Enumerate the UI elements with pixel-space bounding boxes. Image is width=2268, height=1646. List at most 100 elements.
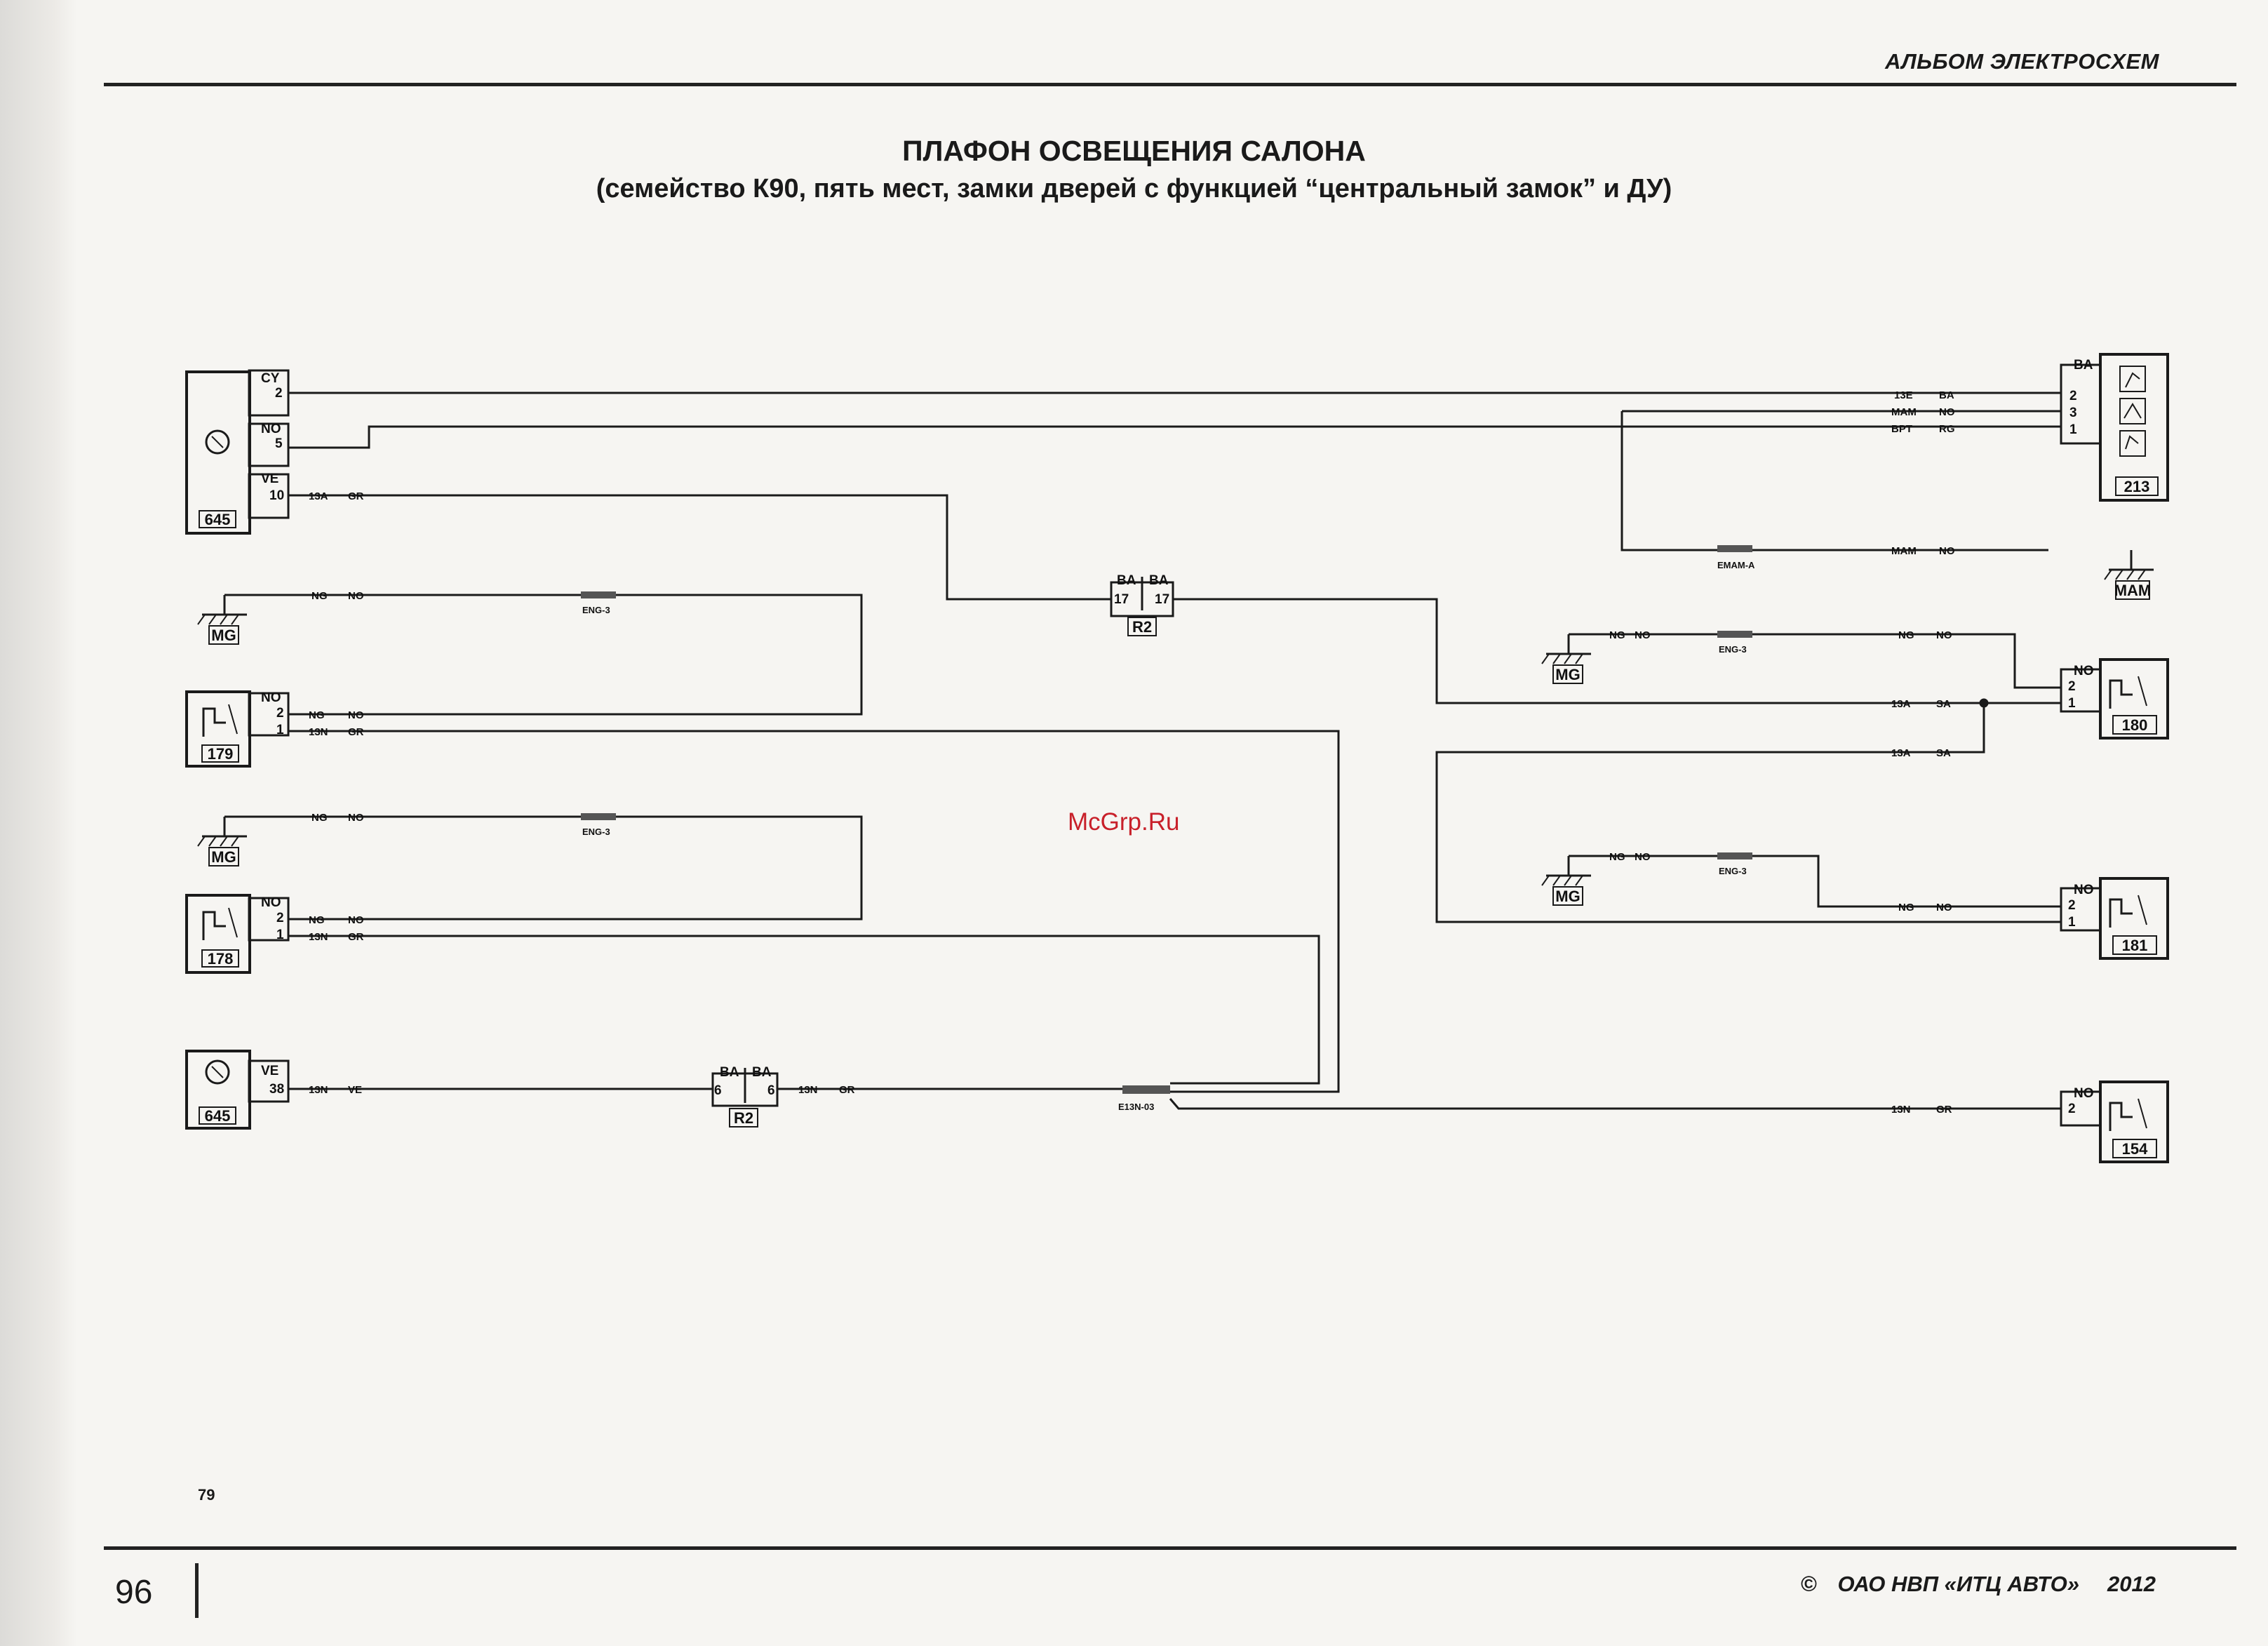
switch-icon bbox=[2119, 430, 2146, 457]
svg-text:2: 2 bbox=[276, 911, 284, 925]
svg-text:3: 3 bbox=[2069, 406, 2077, 420]
svg-text:13N: 13N bbox=[1891, 1104, 1911, 1116]
svg-text:NG: NG bbox=[1898, 902, 1914, 914]
svg-text:NG: NG bbox=[311, 812, 328, 824]
svg-text:NO: NO bbox=[2074, 664, 2094, 678]
component-id: 645 bbox=[205, 511, 231, 528]
svg-text:5: 5 bbox=[275, 436, 283, 451]
svg-text:GR: GR bbox=[348, 726, 364, 738]
door-switch-icon bbox=[2109, 1102, 2133, 1131]
svg-text:13N: 13N bbox=[309, 1084, 328, 1096]
svg-text:1: 1 bbox=[276, 723, 284, 737]
wire-group-645-213: 13E BA MAM NO BPT RG MAM NO bbox=[288, 389, 2061, 557]
ground-mam: MAM bbox=[2104, 550, 2154, 600]
svg-text:2: 2 bbox=[2068, 898, 2076, 913]
svg-text:1: 1 bbox=[2068, 915, 2076, 930]
svg-text:NO: NO bbox=[2074, 883, 2094, 897]
wire-r2-180: 13A SA 13A SA bbox=[1173, 598, 2061, 923]
svg-text:17: 17 bbox=[1114, 592, 1129, 607]
svg-text:NO: NO bbox=[261, 895, 281, 910]
svg-text:NO: NO bbox=[348, 590, 364, 602]
svg-text:ENG-3: ENG-3 bbox=[582, 827, 610, 837]
svg-text:NG: NG bbox=[1609, 629, 1625, 641]
svg-text:NO: NO bbox=[1939, 406, 1955, 418]
svg-text:GR: GR bbox=[348, 931, 364, 943]
svg-text:SA: SA bbox=[1936, 747, 1951, 759]
wire-179-splice: 13N GR bbox=[288, 726, 1340, 1093]
svg-text:VE: VE bbox=[261, 471, 279, 486]
component-213: 213 BA 2 3 1 bbox=[2060, 353, 2169, 502]
svg-text:GR: GR bbox=[839, 1084, 855, 1096]
svg-text:MG: MG bbox=[211, 848, 236, 866]
svg-text:BA: BA bbox=[1939, 389, 1954, 401]
copyright-symbol: © bbox=[1800, 1572, 1817, 1596]
svg-text:ENG-3: ENG-3 bbox=[1719, 644, 1747, 655]
svg-text:NG: NG bbox=[1609, 851, 1625, 863]
footer-rule bbox=[104, 1546, 2236, 1550]
svg-text:2: 2 bbox=[276, 706, 284, 721]
svg-text:E13N-03: E13N-03 bbox=[1118, 1102, 1154, 1112]
lamp-icon bbox=[205, 1059, 230, 1085]
switch-icon bbox=[2119, 366, 2146, 392]
svg-text:NO: NO bbox=[348, 709, 364, 721]
svg-text:MG: MG bbox=[1555, 888, 1580, 905]
svg-text:CY: CY bbox=[261, 371, 280, 386]
diagram-title: ПЛАФОН ОСВЕЩЕНИЯ САЛОНА bbox=[902, 135, 1366, 167]
relay-r2-b: R2 BA 6 BA 6 bbox=[711, 1065, 779, 1128]
svg-text:181: 181 bbox=[2122, 937, 2148, 954]
footnote-number: 79 bbox=[198, 1486, 215, 1504]
svg-text:13E: 13E bbox=[1894, 389, 1913, 401]
svg-text:NO: NO bbox=[261, 422, 281, 436]
ground-mg-1: MG bbox=[197, 595, 247, 645]
component-179: 179 NO 2 1 bbox=[185, 690, 290, 768]
svg-text:178: 178 bbox=[208, 950, 234, 968]
svg-text:NO: NO bbox=[348, 914, 364, 926]
wire-r2b-154: 13N GR E13N-03 13N GR bbox=[777, 1084, 2061, 1116]
svg-text:BA: BA bbox=[1117, 573, 1136, 588]
svg-text:BA: BA bbox=[1149, 573, 1169, 588]
svg-text:R2: R2 bbox=[1132, 618, 1152, 636]
svg-text:154: 154 bbox=[2122, 1140, 2148, 1158]
svg-text:VE: VE bbox=[261, 1064, 279, 1078]
door-switch-icon bbox=[202, 707, 226, 737]
svg-text:6: 6 bbox=[767, 1083, 775, 1098]
svg-text:1: 1 bbox=[2068, 696, 2076, 711]
component-154: 154 NO 2 bbox=[2060, 1080, 2169, 1163]
page-number: 96 bbox=[115, 1574, 153, 1611]
svg-text:10: 10 bbox=[269, 488, 284, 503]
splice-emam-a: EMAM-A bbox=[1717, 545, 1755, 570]
svg-text:EMAM-A: EMAM-A bbox=[1717, 560, 1755, 570]
svg-text:SA: SA bbox=[1936, 698, 1951, 710]
component-645-top: 645 CY 2 NO 5 VE 10 bbox=[185, 369, 290, 535]
wire-645-r2: 13A GR bbox=[288, 490, 1111, 601]
door-switch-icon bbox=[2109, 679, 2133, 709]
page-edge bbox=[0, 0, 77, 1646]
wire-mg4-181: NG NO ENG-3 NG NO bbox=[1569, 851, 2061, 914]
svg-text:2: 2 bbox=[2069, 389, 2077, 403]
svg-text:38: 38 bbox=[269, 1082, 284, 1097]
copyright-year: 2012 bbox=[2107, 1572, 2156, 1596]
svg-text:13A: 13A bbox=[1891, 747, 1911, 759]
page-number-divider bbox=[195, 1563, 199, 1618]
svg-text:1: 1 bbox=[276, 928, 284, 942]
svg-text:13A: 13A bbox=[309, 490, 328, 502]
svg-text:13N: 13N bbox=[309, 726, 328, 738]
component-180: 180 NO 2 1 bbox=[2060, 658, 2169, 740]
svg-text:NG: NG bbox=[309, 709, 325, 721]
component-178: 178 NO 2 1 bbox=[185, 894, 290, 974]
svg-text:179: 179 bbox=[208, 745, 234, 763]
svg-text:MAM: MAM bbox=[1891, 545, 1917, 557]
svg-text:NO: NO bbox=[1939, 545, 1955, 557]
svg-text:NO: NO bbox=[348, 812, 364, 824]
wire-mg2-178: NG NO ENG-3 NG NO bbox=[224, 812, 863, 926]
svg-text:RG: RG bbox=[1939, 423, 1955, 435]
relay-r2-a: R2 BA 17 BA 17 bbox=[1110, 573, 1174, 636]
wire-mg3-180: NG NO ENG-3 NG NO bbox=[1569, 629, 2061, 689]
svg-text:2: 2 bbox=[275, 386, 283, 401]
svg-text:NO: NO bbox=[261, 690, 281, 705]
svg-text:1: 1 bbox=[2069, 422, 2077, 437]
svg-text:MAM: MAM bbox=[1891, 406, 1917, 418]
svg-text:13A: 13A bbox=[1891, 698, 1911, 710]
ground-mg-3: MG bbox=[1541, 634, 1591, 684]
